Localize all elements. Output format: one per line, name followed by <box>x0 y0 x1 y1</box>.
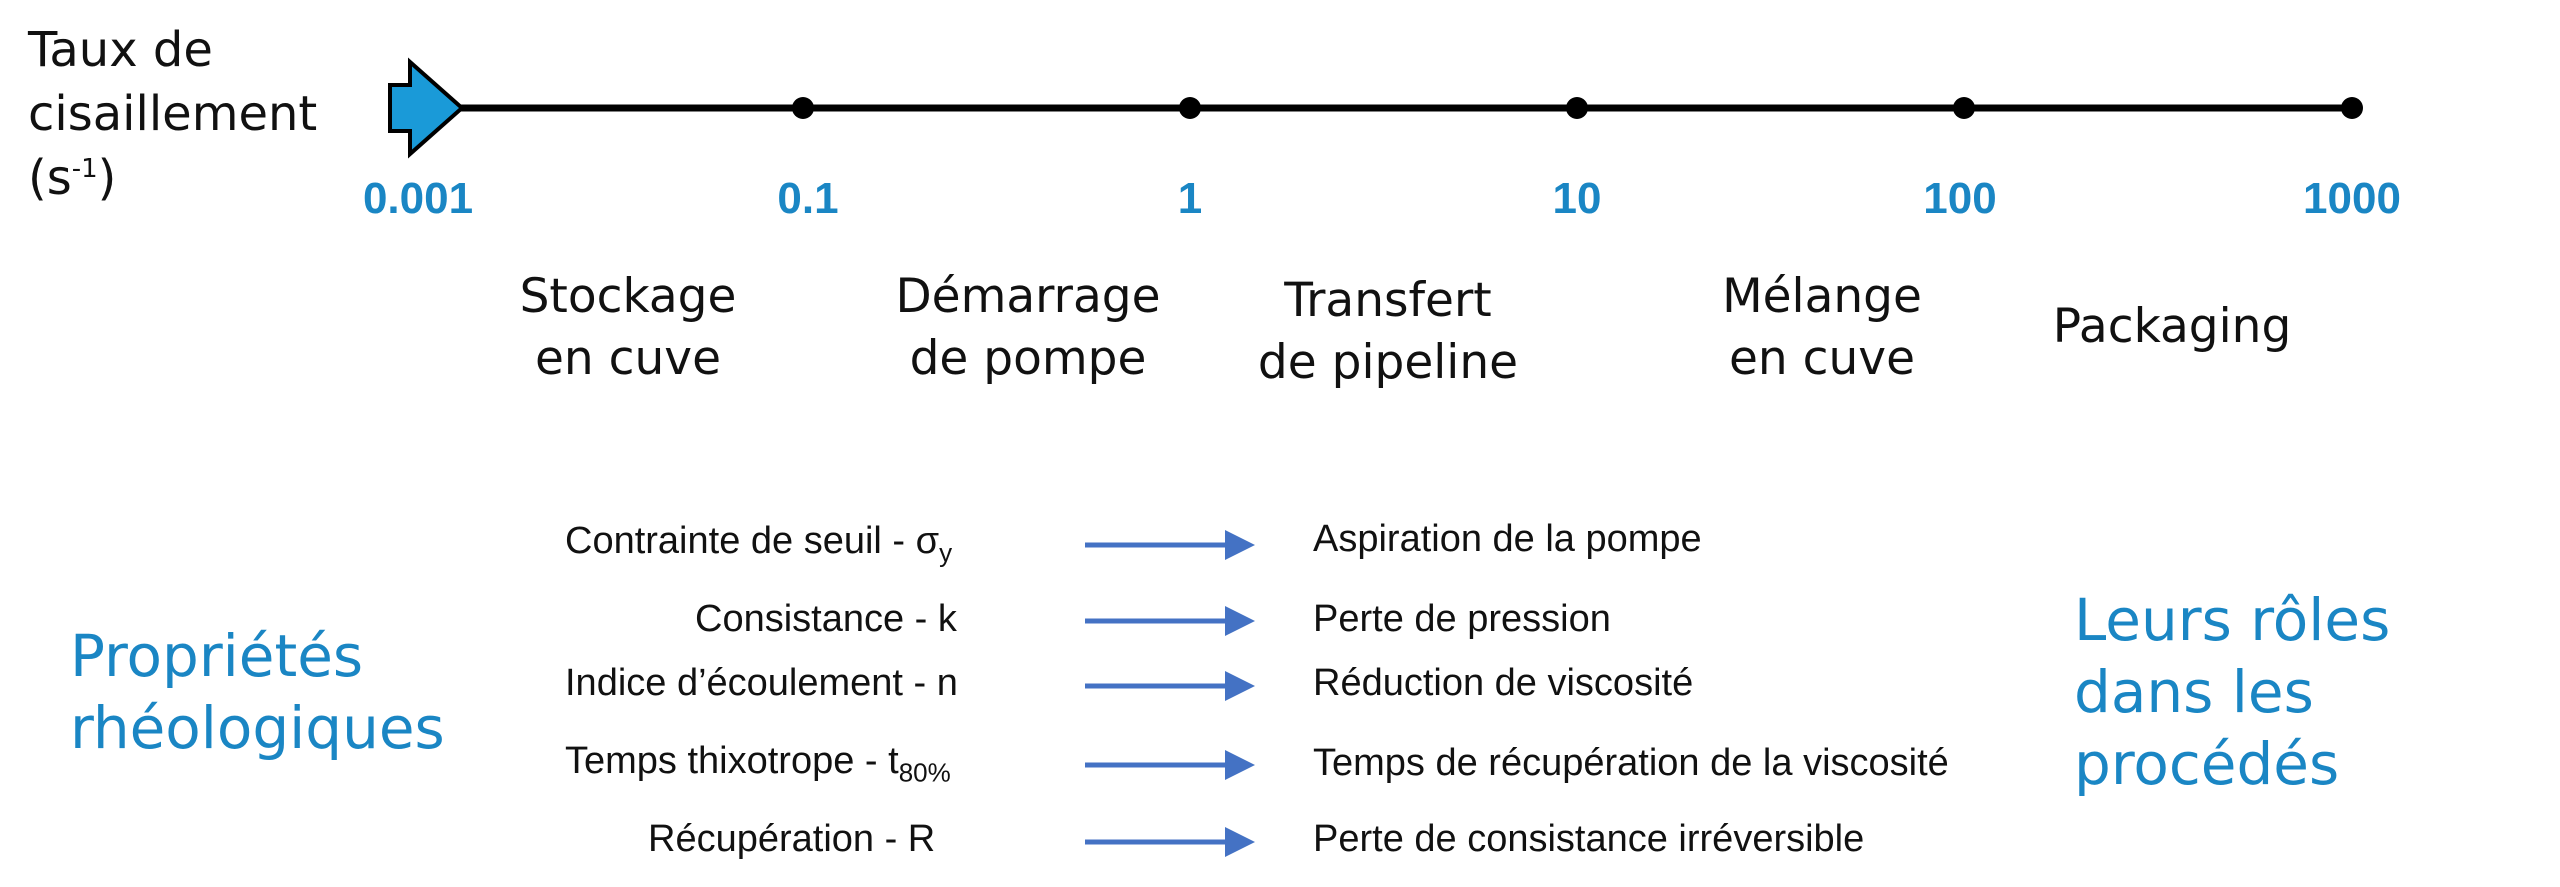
tick-label-1000: 1000 <box>2303 174 2401 223</box>
axis-title-line1: Taux de <box>28 22 213 78</box>
tick-label-0.001: 0.001 <box>362 174 474 223</box>
tick-label-1: 1 <box>1177 174 1203 223</box>
role-irreversible-consistency-loss: Perte de consistance irréversible <box>1313 818 1865 860</box>
stage-packaging: Packaging <box>2052 299 2292 354</box>
axis-tick-dot-10 <box>1566 97 1588 119</box>
axis-title-line2: cisaillement <box>28 86 318 142</box>
property-consistency: Consistance - k <box>695 598 957 640</box>
property-recovery: Récupération - R <box>648 818 936 860</box>
role-viscosity-recovery-time: Temps de récupération de la viscosité <box>1313 742 1949 784</box>
property-thixotropic-time: Temps thixotrope - t80% <box>565 740 951 788</box>
axis-title-unit: (s-1) <box>28 150 117 206</box>
tick-label-100: 100 <box>1923 174 1997 223</box>
tick-label-10: 10 <box>1552 174 1602 223</box>
tick-label-0.1: 0.1 <box>777 174 839 223</box>
role-viscosity-reduction: Réduction de viscosité <box>1313 662 1694 704</box>
axis-tick-dot-0.1 <box>792 97 814 119</box>
axis-tick-dot-1000 <box>2341 97 2363 119</box>
property-flow-index: Indice d’écoulement - n <box>565 662 958 704</box>
property-yield-stress: Contrainte de seuil - σy <box>565 520 953 568</box>
role-pump-suction: Aspiration de la pompe <box>1313 518 1702 560</box>
process-roles-title: Leurs rôles dans les procédés <box>2074 586 2391 798</box>
axis-start-arrow-icon <box>388 57 466 159</box>
axis-tick-dot-100 <box>1953 97 1975 119</box>
axis-title: Taux de cisaillement (s-1) <box>28 18 317 210</box>
axis-tick-dot-1 <box>1179 97 1201 119</box>
rheological-properties-title: Propriétés rhéologiques <box>70 622 445 762</box>
role-pressure-loss: Perte de pression <box>1313 598 1611 640</box>
